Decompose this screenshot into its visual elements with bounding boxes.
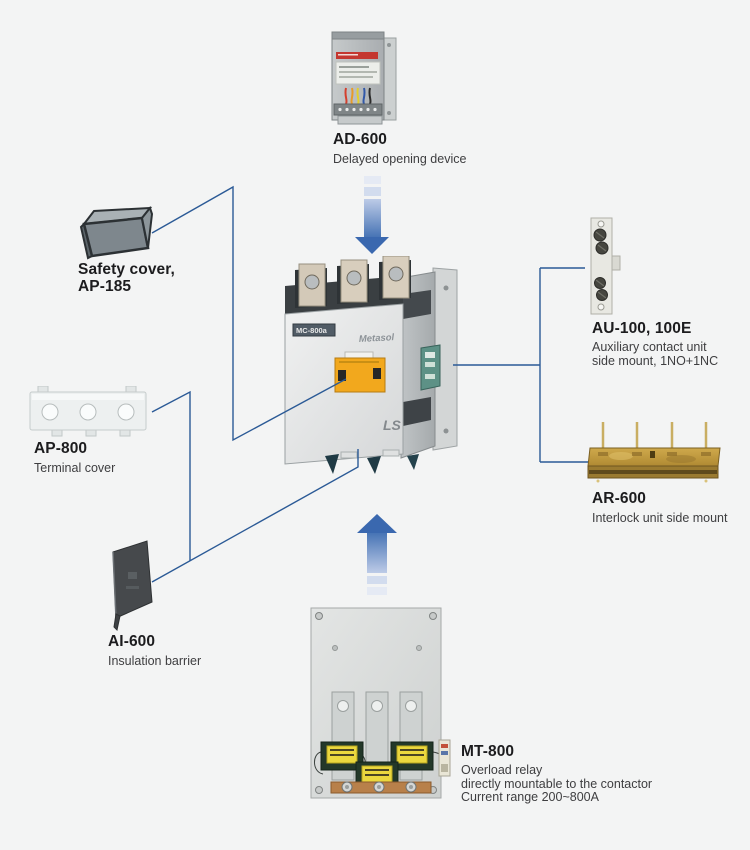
contactor-logo: LS xyxy=(383,417,402,433)
ar600-label: AR-600 Interlock unit side mount xyxy=(592,490,728,525)
safety-cover-image xyxy=(79,206,154,260)
au100-image xyxy=(590,217,621,315)
arrow-down-icon xyxy=(355,176,389,254)
contactor-image: MC-800a Metasol LS xyxy=(284,256,458,474)
au100-desc-line1: Auxiliary contact unit xyxy=(592,340,707,354)
mt800-label: MT-800 Overload relay directly mountable… xyxy=(461,743,652,805)
ad600-image xyxy=(331,31,397,125)
au100-code: AU-100, 100E xyxy=(592,320,692,337)
contactor-brand-label: Metasol xyxy=(359,332,395,345)
ap800-code: AP-800 xyxy=(34,440,88,457)
safety-cover-code-line2: AP-185 xyxy=(78,278,132,295)
ad600-label: AD-600 Delayed opening device xyxy=(333,131,466,166)
mt800-desc-line1: Overload relay xyxy=(461,763,543,777)
mt800-code: MT-800 xyxy=(461,743,515,760)
ai600-code: AI-600 xyxy=(108,633,156,650)
contactor-model-label: MC-800a xyxy=(296,326,328,335)
ap800-desc: Terminal cover xyxy=(34,461,116,475)
ap800-label: AP-800 Terminal cover xyxy=(34,440,115,475)
au100-desc-line2: side mount, 1NO+1NC xyxy=(592,353,719,368)
mt800-image xyxy=(310,607,451,799)
ar600-desc: Interlock unit side mount xyxy=(592,511,728,525)
ai600-label: AI-600 Insulation barrier xyxy=(108,633,201,668)
arrow-up-icon xyxy=(357,514,397,595)
ai600-image xyxy=(112,540,153,632)
ar600-image xyxy=(587,422,721,483)
safety-cover-label: Safety cover, AP-185 xyxy=(78,261,175,295)
mt800-desc-line2: directly mountable to the contactor xyxy=(461,776,653,791)
connector-right-bracket xyxy=(453,267,588,463)
ad600-code: AD-600 xyxy=(333,131,388,148)
safety-cover-code-line1: Safety cover, xyxy=(78,261,175,278)
mt800-desc-line3: Current range 200~800A xyxy=(461,790,599,804)
au100-label: AU-100, 100E Auxiliary contact unit side… xyxy=(592,320,718,368)
ar600-code: AR-600 xyxy=(592,490,647,507)
ap800-image xyxy=(29,386,147,437)
ad600-desc: Delayed opening device xyxy=(333,152,467,166)
ai600-desc: Insulation barrier xyxy=(108,654,202,668)
